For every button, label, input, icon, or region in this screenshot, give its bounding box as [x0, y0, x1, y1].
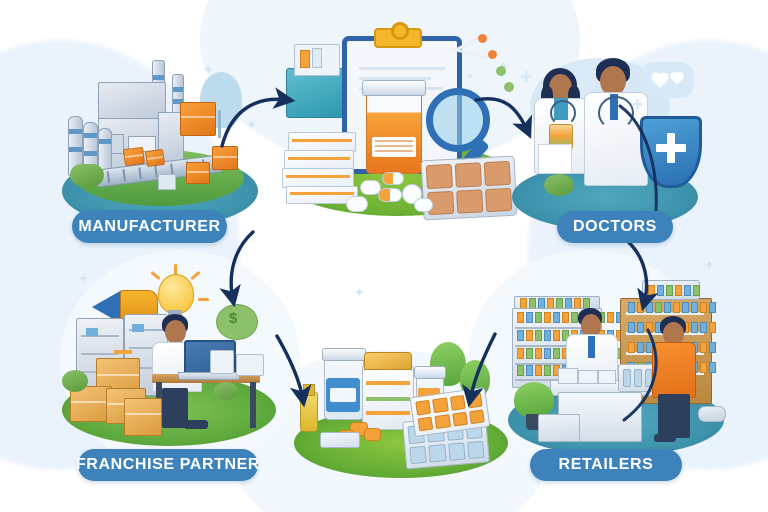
label-retailers[interactable]: RETAILERS	[530, 449, 682, 481]
label-franchise-partner[interactable]: FRANCHISE PARTNER	[75, 449, 261, 481]
small-pill-pack	[300, 50, 310, 68]
label-franchise-partner-text: FRANCHISE PARTNER	[75, 456, 261, 473]
rack-shelf	[626, 312, 704, 315]
product-carton	[362, 366, 414, 430]
pharmacist-tie	[588, 336, 595, 358]
tablet-tray	[320, 432, 360, 448]
tablet	[364, 428, 381, 441]
pill	[360, 180, 381, 195]
pharmacist-head	[581, 314, 601, 338]
cardboard-parcel	[70, 386, 112, 422]
small-pill-pack	[312, 48, 322, 68]
franchise-person-shoe	[184, 420, 208, 429]
bottle-label	[372, 136, 416, 157]
floor-roll	[698, 406, 726, 422]
capsule	[382, 172, 404, 185]
capsule	[378, 188, 402, 202]
stethoscope-icon	[598, 96, 634, 130]
pill	[414, 198, 433, 212]
products-scene	[294, 330, 514, 480]
decorative-dot	[468, 74, 472, 78]
currency-icon: $	[229, 310, 238, 327]
pill	[346, 196, 368, 212]
cardboard-parcel	[124, 398, 162, 436]
cargo-box	[186, 162, 210, 184]
arrow-qc-to-doctors	[474, 97, 532, 139]
background-tree-trunk	[218, 110, 221, 138]
customer-shoe	[654, 434, 676, 442]
rack-sign-products	[648, 285, 700, 296]
white-parcel	[158, 174, 176, 190]
laptop-base	[178, 372, 240, 380]
desk-leg	[250, 382, 256, 428]
cabinet-label	[132, 324, 144, 332]
paper-tray	[236, 354, 264, 376]
molecule-node	[478, 34, 487, 43]
lightbulb-icon	[158, 274, 194, 314]
sweep-curve-right-lower	[622, 328, 658, 422]
cargo-box	[212, 146, 238, 170]
male-doctor-head	[600, 66, 626, 96]
paper-tray	[210, 350, 234, 374]
stethoscope-icon	[550, 100, 576, 126]
green-container	[70, 164, 104, 186]
label-manufacturer[interactable]: MANUFACTURER	[72, 210, 227, 243]
doctor-clipboard-paper	[538, 144, 572, 174]
franchise-person-head	[165, 320, 186, 344]
arrow-qc-to-retailers	[622, 236, 659, 312]
cargo-box	[180, 102, 216, 136]
customer-head	[663, 322, 684, 346]
label-manufacturer-text: MANUFACTURER	[78, 217, 221, 235]
arrow-manufacturer-to-qc	[220, 87, 296, 148]
bulb-ray	[198, 298, 209, 301]
molecule-node	[496, 66, 506, 76]
storage-silo	[83, 122, 98, 176]
carton-top	[364, 352, 412, 370]
arrow-products-to-retailers	[462, 332, 497, 408]
bottle-cap	[362, 80, 426, 96]
franchise-scene: $	[62, 262, 282, 448]
savings-balloon	[216, 304, 258, 340]
cabinet-accent	[114, 350, 132, 354]
counter-product-box	[558, 368, 578, 384]
bottle-label-inner	[330, 388, 356, 402]
label-retailers-text: RETAILERS	[558, 456, 654, 473]
label-doctors[interactable]: DOCTORS	[557, 211, 673, 243]
label-doctors-text: DOCTORS	[573, 218, 657, 235]
bulb-ray	[174, 264, 177, 275]
arrow-qc-to-franchise	[219, 230, 255, 308]
quality-control-scene	[282, 22, 518, 221]
arrow-franchise-to-products	[275, 334, 312, 408]
clipboard-ring	[391, 22, 409, 40]
pill-bottle	[362, 80, 426, 174]
customer-pants	[658, 394, 690, 438]
customer-shirt	[652, 342, 696, 398]
shrub	[62, 370, 88, 392]
foliage	[544, 174, 574, 196]
counter-product-box	[598, 370, 616, 384]
molecule-node	[504, 82, 514, 92]
retailers-scene	[508, 272, 728, 456]
floor-parcel	[538, 414, 580, 442]
potted-plant-foliage	[514, 382, 554, 418]
bottle-cap	[414, 366, 446, 379]
counter-product-box	[578, 370, 598, 384]
franchise-person-pants	[162, 388, 188, 428]
medicine-box	[286, 186, 358, 204]
shrub	[214, 382, 238, 400]
molecule-node	[488, 50, 497, 59]
storage-silo	[68, 116, 83, 176]
female-doctor-head	[549, 74, 572, 101]
cabinet-label	[86, 328, 98, 336]
